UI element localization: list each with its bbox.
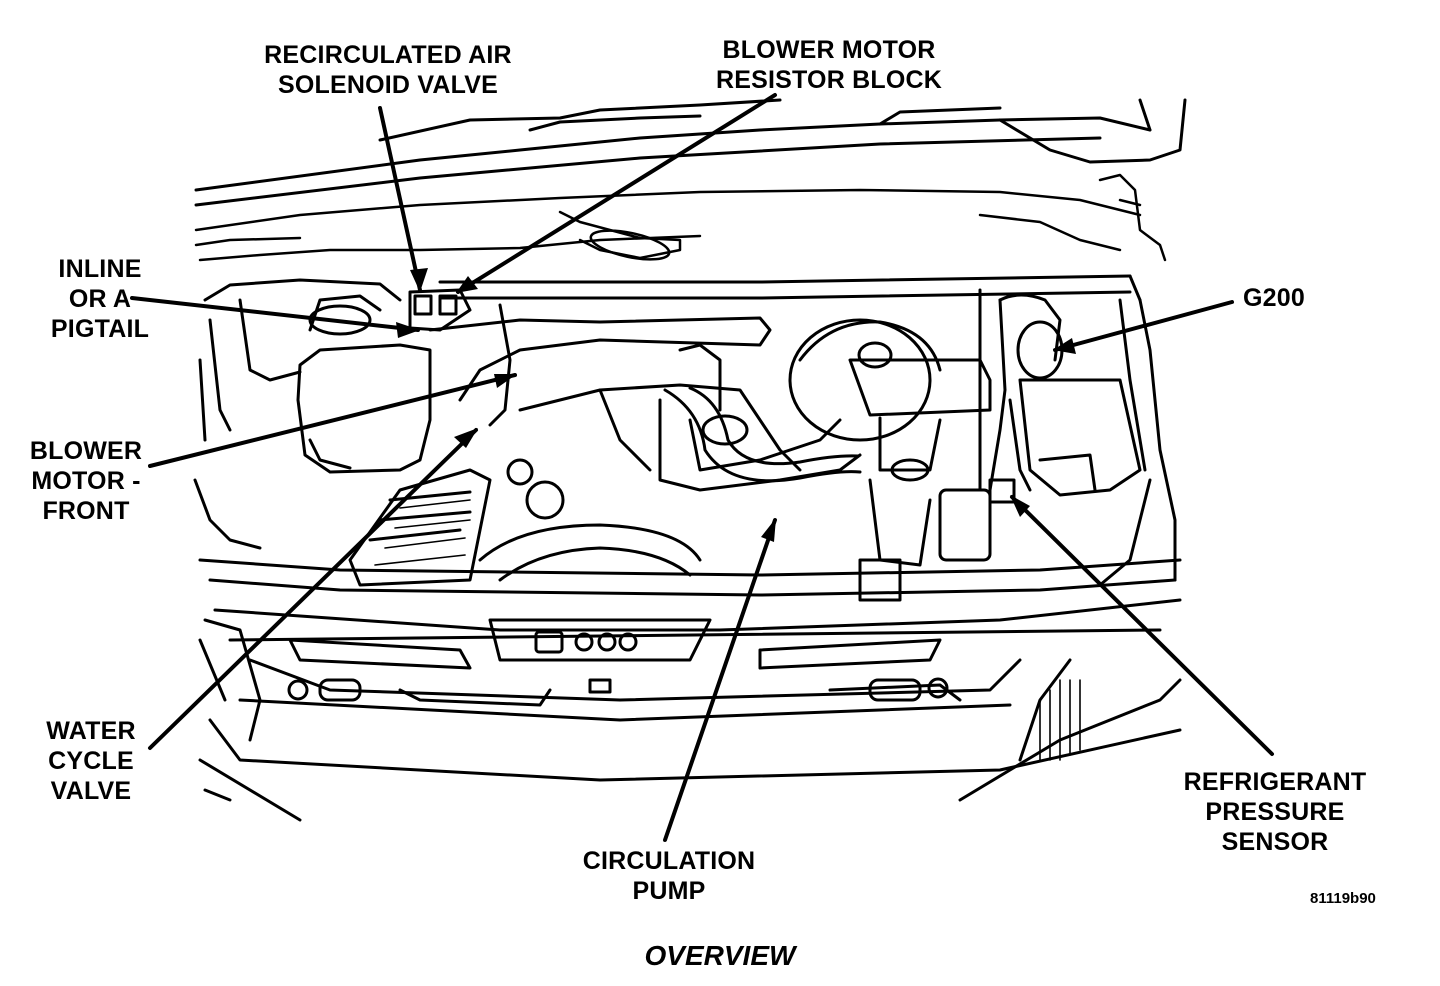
label-line: PIGTAIL (50, 315, 150, 343)
leader-refrigerant (1010, 495, 1274, 756)
leader-inline-pigtail (130, 296, 420, 332)
label-recirculated-air-solenoid-valve: RECIRCULATED AIR SOLENOID VALVE (238, 40, 538, 100)
label-blower-motor-front: BLOWER MOTOR - FRONT (6, 436, 166, 526)
label-line: REFRIGERANT (1183, 768, 1367, 796)
radiator-support (198, 558, 1182, 642)
leader-blower-front (148, 373, 517, 468)
label-blower-motor-resistor-block: BLOWER MOTOR RESISTOR BLOCK (696, 35, 962, 95)
fan-pulley (478, 458, 702, 582)
label-line: WATER (46, 717, 136, 745)
engine-intake (518, 343, 862, 492)
label-inline-or-a-pigtail: INLINE OR A PIGTAIL (20, 254, 180, 344)
label-line: VALVE (50, 777, 132, 805)
label-line: PUMP (632, 877, 706, 905)
cowl-panel (194, 173, 1167, 262)
figure-caption: OVERVIEW (644, 940, 796, 971)
label-refrigerant-pressure-sensor: REFRIGERANT PRESSURE SENSOR (1168, 767, 1382, 857)
label-line: MOTOR - (31, 467, 141, 495)
label-line: BLOWER MOTOR (722, 36, 936, 64)
right-components (978, 288, 1142, 504)
leader-resistor-block (456, 93, 777, 294)
leader-lines (130, 93, 1274, 842)
leader-water-cycle (148, 428, 478, 750)
grille-hatching (1039, 679, 1081, 761)
leader-arrowheads (396, 268, 1076, 542)
left-fender (193, 278, 402, 550)
label-line: BLOWER (29, 437, 143, 465)
front-header (238, 618, 1022, 722)
fuse-box-texture (374, 499, 471, 566)
right-fender (1098, 298, 1177, 587)
leader-g200 (1053, 300, 1234, 352)
label-line: RESISTOR BLOCK (716, 66, 942, 94)
label-circulation-pump: CIRCULATION PUMP (562, 846, 776, 906)
leader-circulation-pump (663, 518, 777, 842)
upper-hose (663, 386, 862, 483)
figure-code: 81119b90 (1310, 890, 1376, 907)
leader-recirc-valve (378, 106, 422, 292)
brake-booster (788, 318, 992, 482)
label-line: OR A (68, 285, 132, 313)
label-line: INLINE (58, 255, 142, 283)
reservoir (858, 478, 992, 602)
label-line: FRONT (42, 497, 130, 525)
label-line: RECIRCULATED AIR (264, 41, 512, 69)
label-g200: G200 (1224, 283, 1324, 313)
left-headlamp (198, 618, 262, 742)
blower-motor-housing (296, 294, 432, 474)
hvac-duct (408, 288, 772, 427)
label-line: SOLENOID VALVE (278, 71, 498, 99)
label-water-cycle-valve: WATER CYCLE VALVE (16, 716, 166, 806)
label-line: G200 (1243, 284, 1305, 312)
cowl-bar (438, 274, 1142, 302)
hood-outline (194, 98, 1187, 207)
bumper (198, 658, 1182, 822)
label-line: CYCLE (48, 747, 134, 775)
label-line: PRESSURE (1205, 798, 1345, 826)
label-line: CIRCULATION (582, 847, 756, 875)
label-line: SENSOR (1221, 828, 1329, 856)
